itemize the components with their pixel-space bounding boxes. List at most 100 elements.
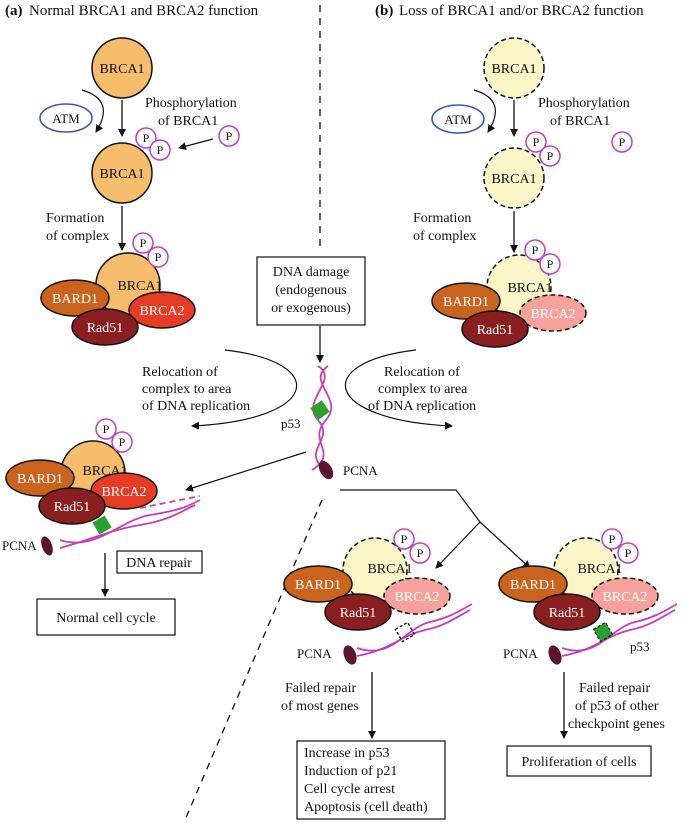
- panel-b-brca1-mid: BRCA1 P P: [483, 131, 561, 209]
- panel-a-free-phosphate: P: [218, 125, 240, 147]
- outcome-1: Increase in p53: [304, 746, 390, 761]
- svg-text:P: P: [547, 149, 554, 163]
- svg-text:BRCA2: BRCA2: [602, 590, 647, 605]
- bottom-right-complex: BRCA1 P P BARD1 BRCA2 Rad51: [498, 528, 659, 631]
- panel-a-dna: [59, 495, 201, 549]
- svg-text:BARD1: BARD1: [17, 472, 63, 487]
- svg-text:P: P: [401, 532, 408, 546]
- panel-b-reloc-3: of DNA replication: [368, 399, 476, 414]
- svg-text:Rad51: Rad51: [477, 323, 514, 338]
- panel-a-atm: ATM: [39, 103, 93, 133]
- bottom-left-pcna-marker: [343, 645, 357, 665]
- svg-text:BRCA1: BRCA1: [491, 62, 536, 77]
- panel-a-reloc-3: of DNA replication: [142, 399, 250, 414]
- svg-text:P: P: [547, 257, 554, 271]
- center-pcna-label: PCNA: [343, 463, 378, 478]
- svg-text:BRCA2: BRCA2: [394, 590, 439, 605]
- panel-a-normal-cycle-box: [36, 598, 176, 636]
- dna-damage-box: [256, 256, 366, 326]
- panel-b-complex: BRCA1 P P BARD1 BRCA2 Rad51: [431, 239, 587, 348]
- outcome-3: Cell cycle arrest: [304, 782, 395, 797]
- bottom-right-dna: [561, 603, 678, 657]
- dna-damage-2: (endogenous: [275, 283, 347, 298]
- bottom-right-failed-2: of p53 of other: [575, 699, 659, 714]
- panel-a-phospho-1: Phosphorylation: [145, 96, 237, 111]
- panel-a-prefix: (a): [5, 3, 23, 19]
- svg-text:BARD1: BARD1: [52, 292, 98, 307]
- panel-a-brca1-top: BRCA1: [91, 37, 153, 99]
- bottom-right-failed-3: checkpoint genes: [568, 717, 665, 732]
- panel-b-prefix: (b): [375, 3, 393, 19]
- panel-a-dna-repair-box: [116, 550, 203, 574]
- svg-text:BARD1: BARD1: [443, 295, 489, 310]
- panel-a-complex: BRCA1 P P BARD1 BRCA2 Rad51: [40, 232, 196, 346]
- outcome-2: Induction of p21: [304, 764, 397, 779]
- center-divider-bottom: [184, 499, 323, 821]
- panel-b-atm: ATM: [431, 104, 485, 134]
- outcome-4: Apoptosis (cell death): [304, 800, 428, 815]
- panel-a-normal-cycle: Normal cell cycle: [56, 611, 156, 626]
- bottom-right-outcome: Proliferation of cells: [521, 755, 636, 770]
- svg-text:P: P: [533, 135, 540, 149]
- svg-text:BARD1: BARD1: [295, 578, 341, 593]
- bottom-left-outcomes-box: [296, 740, 446, 820]
- panel-b-phospho-1: Phosphorylation: [538, 96, 630, 111]
- center-dna-helix: [310, 365, 333, 471]
- panel-a-pcna-marker: [41, 536, 53, 556]
- svg-text:ATM: ATM: [444, 112, 472, 127]
- svg-text:P: P: [143, 131, 150, 145]
- svg-text:BRCA1: BRCA1: [491, 172, 536, 187]
- panel-b-free-phosphate: P: [611, 131, 633, 153]
- panel-a-dna-repair: DNA repair: [126, 556, 192, 571]
- panel-b-brca1-top: BRCA1: [483, 37, 545, 99]
- svg-text:P: P: [226, 129, 233, 143]
- svg-text:BRCA2: BRCA2: [530, 307, 575, 322]
- svg-text:P: P: [140, 236, 147, 250]
- panel-b-reloc-2: complex to area: [378, 382, 468, 397]
- bottom-right-failed-1: Failed repair: [579, 681, 650, 696]
- svg-text:BRCA1: BRCA1: [367, 562, 412, 577]
- svg-text:P: P: [532, 243, 539, 257]
- bottom-right-outcome-box: [506, 745, 652, 777]
- dna-damage-3: or exogenous): [271, 301, 351, 316]
- svg-text:Rad51: Rad51: [54, 500, 91, 515]
- bottom-left-pcna-label: PCNA: [297, 646, 332, 661]
- svg-text:Rad51: Rad51: [340, 606, 377, 621]
- svg-text:BRCA1: BRCA1: [577, 562, 622, 577]
- panel-b-reloc-1: Relocation of: [384, 365, 460, 380]
- svg-text:BRCA1: BRCA1: [507, 281, 552, 296]
- panel-a-brca1-mid: BRCA1 P P: [91, 127, 171, 204]
- bottom-left-failed-1: Failed repair: [285, 681, 356, 696]
- panel-a-reloc-2: complex to area: [142, 382, 232, 397]
- panel-a-repair-complex: BRCA1 P P BARD1 BRCA2 Rad51: [5, 418, 158, 525]
- svg-text:ATM: ATM: [52, 111, 80, 126]
- svg-text:Rad51: Rad51: [549, 606, 586, 621]
- panel-b-formation-2: of complex: [413, 229, 476, 244]
- svg-text:BRCA2: BRCA2: [139, 304, 184, 319]
- bottom-left-failed-2: of most genes: [281, 699, 359, 714]
- panel-a-pcna-label: PCNA: [2, 538, 37, 553]
- bottom-left-dna: [356, 603, 473, 657]
- panel-a-title: Normal BRCA1 and BRCA2 function: [29, 3, 259, 19]
- svg-text:P: P: [119, 435, 126, 449]
- svg-text:P: P: [103, 422, 110, 436]
- svg-text:BRCA2: BRCA2: [101, 485, 146, 500]
- svg-text:P: P: [625, 546, 632, 560]
- svg-text:BRCA1: BRCA1: [99, 167, 144, 182]
- dna-damage-1: DNA damage: [273, 265, 350, 280]
- bottom-right-pcna-marker: [548, 645, 562, 665]
- panel-a-formation-2: of complex: [46, 229, 109, 244]
- panel-a-phospho-2: of BRCA1: [158, 114, 218, 129]
- panel-a-reloc-1: Relocation of: [142, 365, 218, 380]
- svg-text:P: P: [157, 143, 164, 157]
- svg-text:P: P: [609, 532, 616, 546]
- svg-text:BARD1: BARD1: [510, 578, 556, 593]
- svg-text:BRCA1: BRCA1: [117, 279, 162, 294]
- center-pcna-marker: [318, 460, 334, 480]
- panel-b-formation-1: Formation: [413, 211, 471, 226]
- center-p53-label: p53: [281, 416, 301, 431]
- svg-text:Rad51: Rad51: [87, 321, 124, 336]
- bottom-right-p53-label: p53: [630, 639, 650, 654]
